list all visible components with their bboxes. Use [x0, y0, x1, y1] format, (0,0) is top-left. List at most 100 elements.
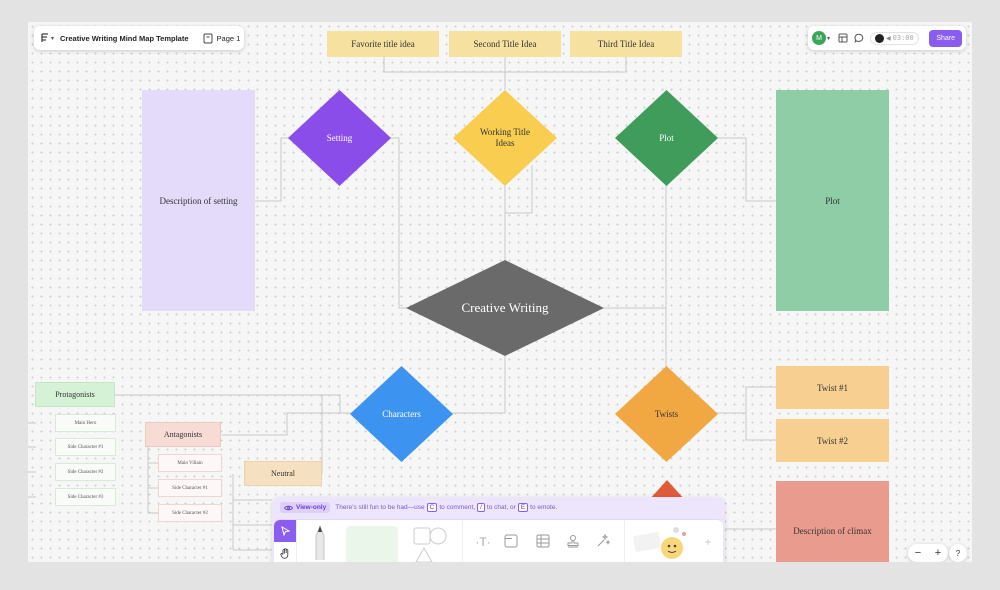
table-tool[interactable]: [536, 534, 552, 550]
main-villain-box[interactable]: Main Villain: [158, 454, 222, 472]
board-menu-icon[interactable]: ▾: [40, 33, 54, 43]
help-icon: ?: [955, 548, 961, 558]
prot-side-1-box[interactable]: Side Character #1: [55, 438, 116, 456]
pencil-icon: [315, 524, 325, 560]
text-icon: ·T·: [475, 535, 491, 549]
chat-icon[interactable]: [854, 33, 864, 43]
antagonists-label: Antagonists: [163, 430, 203, 439]
shapes-icon: [413, 527, 447, 562]
neutral-label: Neutral: [271, 469, 295, 478]
text-tool[interactable]: ·T·: [470, 532, 496, 552]
main-hero-label: Main Hero: [74, 420, 97, 426]
characters-label: Characters: [382, 408, 421, 419]
banner-text-1: There's still fun to be had—use: [335, 504, 425, 511]
zoom-controls: − +: [908, 544, 948, 562]
creative-writing-central-node[interactable]: Creative Writing: [406, 260, 604, 356]
description-of-setting-label: Description of setting: [159, 195, 238, 206]
stamp-tool[interactable]: [566, 534, 582, 550]
add-tool-button[interactable]: +: [700, 534, 716, 550]
twist-2-label: Twist #2: [816, 435, 849, 446]
table-icon: [536, 534, 550, 548]
title-idea-3-label: Third Title Idea: [597, 39, 655, 49]
twist-1-label: Twist #1: [816, 382, 849, 393]
page-selector[interactable]: Page 1: [216, 33, 241, 43]
key-slash: /: [477, 503, 485, 512]
view-only-banner: View-only There's still fun to be had—us…: [280, 502, 557, 513]
avatar[interactable]: M ▾: [812, 31, 830, 45]
plot-box-label: Plot: [825, 195, 840, 206]
characters-diamond[interactable]: Characters: [350, 366, 453, 462]
working-title-diamond[interactable]: Working Title Ideas: [453, 90, 557, 186]
help-button[interactable]: ?: [949, 544, 967, 562]
central-node-label: Creative Writing: [461, 300, 549, 316]
timer-value: 03:00: [892, 34, 914, 42]
ant-side-2-box[interactable]: Side Character #2: [158, 504, 222, 522]
document-title[interactable]: Creative Writing Mind Map Template: [60, 33, 189, 43]
view-only-label: View-only: [296, 504, 327, 511]
plot-diamond[interactable]: Plot: [615, 90, 718, 186]
banner-text-4: to emote.: [530, 504, 558, 511]
bottom-toolbar: View-only There's still fun to be had—us…: [272, 497, 725, 562]
plot-box[interactable]: Plot: [776, 90, 889, 311]
view-only-badge: View-only: [280, 502, 331, 513]
section-tool[interactable]: [504, 534, 520, 550]
description-of-climax-label: Description of climax: [793, 526, 872, 536]
more-tools[interactable]: [596, 533, 612, 550]
sparkle-icon: [597, 533, 611, 547]
key-e: E: [517, 503, 529, 512]
prot-side-3-box[interactable]: Side Character #3: [55, 488, 116, 506]
share-button[interactable]: Share: [929, 29, 962, 47]
file-menu-bar: ▾ Creative Writing Mind Map Template Pag…: [34, 26, 244, 50]
key-c: C: [426, 503, 438, 512]
sticky-note-tool[interactable]: [346, 526, 398, 562]
stickers-tool[interactable]: [632, 524, 692, 562]
timer-widget[interactable]: ◀ 03:00: [870, 31, 919, 45]
ant-side-2-label: Side Character #2: [172, 510, 208, 516]
plus-icon: +: [704, 535, 712, 549]
select-tool[interactable]: [274, 520, 296, 542]
description-of-setting-box[interactable]: Description of setting: [142, 90, 255, 311]
twists-diamond[interactable]: Twists: [615, 366, 718, 462]
setting-diamond[interactable]: Setting: [288, 90, 391, 186]
twists-label: Twists: [654, 408, 679, 419]
antagonists-box[interactable]: Antagonists: [145, 422, 221, 447]
board-canvas[interactable]: Favorite title idea Second Title Idea Th…: [28, 22, 972, 562]
title-idea-1-label: Favorite title idea: [351, 39, 415, 49]
description-of-climax-box[interactable]: Description of climax: [776, 481, 889, 562]
banner-text-3: to chat, or: [486, 504, 516, 511]
ant-side-1-box[interactable]: Side Character #1: [158, 479, 222, 497]
hand-icon: [280, 547, 289, 559]
protagonists-label: Protagonists: [55, 390, 95, 399]
prot-side-3-label: Side Character #3: [67, 494, 104, 500]
zoom-out-button[interactable]: −: [914, 547, 922, 559]
connector-lines: [28, 57, 777, 551]
title-idea-2[interactable]: Second Title Idea: [449, 31, 561, 57]
working-title-label: Working Title Ideas: [479, 127, 531, 148]
main-villain-label: Main Villain: [177, 460, 203, 466]
section-icon: [504, 534, 518, 548]
neutral-box[interactable]: Neutral: [244, 461, 322, 486]
cursor-icon: [280, 526, 290, 536]
protagonists-box[interactable]: Protagonists: [35, 382, 115, 407]
twist-2-box[interactable]: Twist #2: [776, 419, 889, 462]
layout-icon[interactable]: [838, 33, 848, 43]
hand-tool[interactable]: [274, 542, 296, 562]
title-idea-2-label: Second Title Idea: [473, 39, 537, 49]
main-hero-box[interactable]: Main Hero: [55, 414, 116, 432]
avatar-letter: M: [812, 31, 826, 45]
plot-diamond-label: Plot: [659, 132, 674, 143]
pencil-tool[interactable]: [312, 524, 328, 562]
title-idea-3[interactable]: Third Title Idea: [570, 31, 682, 57]
zoom-in-button[interactable]: +: [934, 547, 942, 559]
prot-side-2-label: Side Character #2: [67, 469, 104, 475]
page-icon: [203, 33, 213, 44]
stamp-icon: [567, 535, 579, 548]
title-idea-1[interactable]: Favorite title idea: [327, 31, 439, 57]
tool-tray: ·T· +: [274, 519, 723, 562]
shapes-tool[interactable]: [410, 524, 450, 562]
twist-1-box[interactable]: Twist #1: [776, 366, 889, 409]
prot-side-2-box[interactable]: Side Character #2: [55, 463, 116, 481]
banner-text-2: to comment,: [439, 504, 476, 511]
chevron-down-icon: ▾: [827, 35, 831, 42]
top-right-toolbar: M ▾ ◀ 03:00 Share: [808, 26, 966, 50]
